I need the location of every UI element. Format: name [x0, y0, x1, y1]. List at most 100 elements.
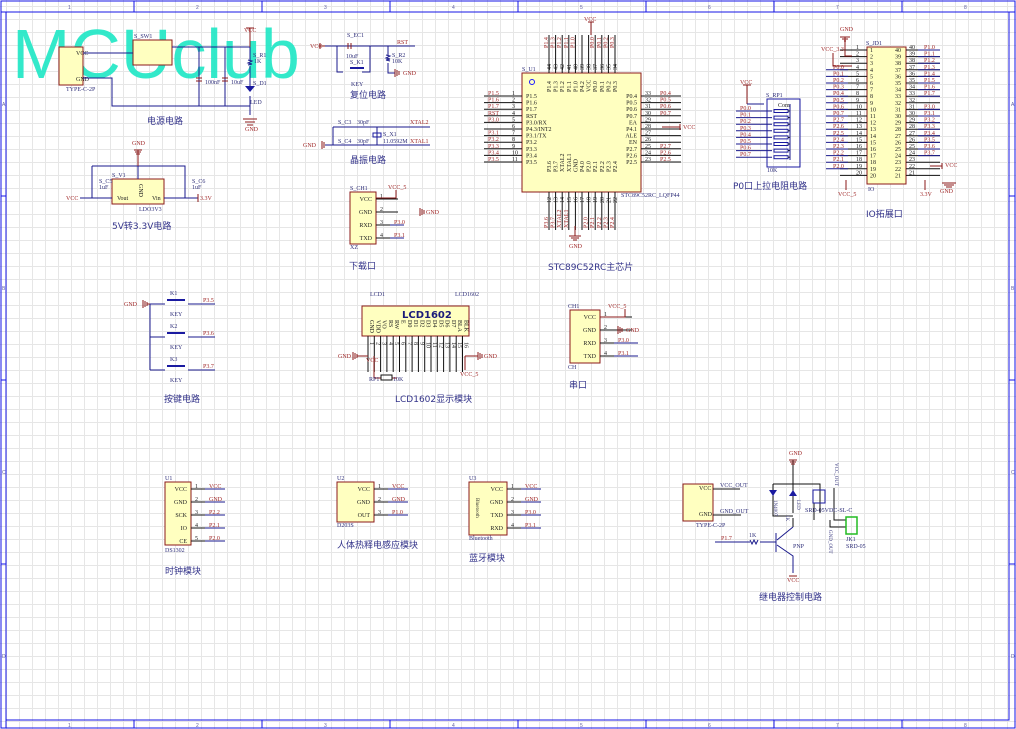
net-label: P1.1 — [924, 52, 935, 58]
frame-row-label: D — [1011, 654, 1015, 660]
pin-number: 30 — [645, 111, 651, 117]
net-label: P2.4 — [833, 137, 844, 143]
pin-number: 8 — [856, 91, 859, 97]
net-label: P3.7 — [203, 364, 214, 370]
pin-label: VCC — [584, 315, 596, 321]
pin-number: 43 — [554, 64, 560, 70]
part-label: DS1302 — [165, 548, 185, 554]
pin-number: 5 — [856, 71, 859, 77]
ref-label: S_C6 — [192, 179, 205, 185]
frame-row-label: D — [2, 654, 6, 660]
lcd1602-box — [361, 305, 470, 337]
pin-number: 1 — [380, 194, 383, 200]
section-title: 复位电路 — [350, 89, 386, 101]
pin-label: RXD — [490, 526, 503, 532]
part-label: IO — [868, 187, 875, 193]
pin-label: BLA — [456, 320, 462, 333]
pin-label: P3.0/RX — [526, 120, 548, 126]
frame-column-label: 7 — [836, 723, 839, 729]
resistor-icon — [773, 142, 789, 146]
pin-number: 33 — [909, 91, 915, 97]
pin-number: 15 — [567, 197, 573, 203]
resistor-array — [766, 98, 801, 168]
net-label: P2.7 — [833, 118, 844, 124]
net-label: P3.0 — [924, 104, 935, 110]
pin-number: 1 — [856, 45, 859, 51]
frame-column-label: 4 — [452, 723, 455, 729]
part-label: KEY — [170, 345, 183, 351]
ref-label: K1 — [170, 291, 177, 297]
net-label: P2.3 — [603, 217, 609, 228]
lcd-title: LCD1602 — [402, 310, 452, 321]
pin-number: 2 — [511, 497, 514, 503]
net-label: GND — [403, 71, 417, 77]
pin-number: 4 — [380, 233, 383, 239]
pin-number: 4 — [870, 68, 873, 74]
pin-number: 1 — [368, 342, 374, 345]
net-label: P0.4 — [833, 91, 844, 97]
net-label: P0.0 — [833, 65, 844, 71]
net-label: VCC — [584, 17, 596, 23]
pin-number: 36 — [909, 71, 915, 77]
frame-row-label: A — [2, 102, 6, 108]
value-label: 1K — [749, 533, 757, 539]
ref-label: S_R2 — [392, 53, 405, 59]
net-label: P1.2 — [557, 37, 563, 48]
net-label: P3.6 — [203, 331, 214, 337]
pin-label: TXD — [491, 513, 504, 519]
pin-number: 13 — [554, 197, 560, 203]
net-label: P1.3 — [924, 65, 935, 71]
pin-number: 30 — [909, 111, 915, 117]
net-label: VCC — [525, 484, 537, 490]
pin-label: GND — [76, 77, 90, 83]
relay-terminal-icon — [845, 516, 858, 535]
pin-number: 10 — [512, 150, 518, 156]
pin-label: P1.6 — [526, 101, 537, 107]
pin-label: OUT — [358, 513, 371, 519]
ref-label: S_C5 — [99, 179, 112, 185]
pin-label: VCC — [175, 487, 187, 493]
pin-label: VCC — [360, 197, 372, 203]
pin-number: 42 — [560, 64, 566, 70]
pin-number: 14 — [450, 342, 456, 348]
pin-number: 11 — [431, 342, 437, 348]
net-label: GND — [426, 210, 440, 216]
ref-label: S_U1 — [522, 67, 536, 73]
pin-number: 37 — [593, 64, 599, 70]
pin-number: 40 — [909, 45, 915, 51]
diode-icon — [769, 490, 777, 496]
pin-number: 35 — [895, 81, 901, 87]
pin-number: 16 — [856, 144, 862, 150]
pin-number: 39 — [895, 55, 901, 61]
pin-number: 5 — [512, 117, 515, 123]
pin-number: 2 — [378, 497, 381, 503]
pin-label: GND — [699, 512, 713, 518]
pin-number: 28 — [909, 124, 915, 130]
pin-label: P0.4 — [626, 94, 637, 100]
frame-column-label: 7 — [836, 5, 839, 11]
net-label: P0.4 — [660, 91, 671, 97]
pin-label: VO — [381, 320, 387, 329]
net-label: P0.7 — [660, 111, 671, 117]
net-label: P1.6 — [488, 98, 499, 104]
pin-label: P2.7 — [626, 147, 637, 153]
pin-number: 7 — [512, 131, 515, 137]
net-label: GND — [484, 354, 498, 360]
pin-label: Vin — [152, 196, 161, 202]
pin-number: 21 — [909, 170, 915, 176]
pin-number: 2 — [380, 207, 383, 213]
pin-label: P2.6 — [626, 153, 637, 159]
key-icon — [167, 299, 185, 301]
pin-number: 9 — [870, 101, 873, 107]
net-label: GND — [209, 497, 223, 503]
pin-number: 8 — [412, 342, 418, 345]
section-title: IO拓展口 — [866, 208, 903, 220]
pin-number: 29 — [895, 121, 901, 127]
pin-label: SCK — [175, 513, 187, 519]
value-label: 100nF — [205, 80, 221, 86]
pin-label: P3.7 — [554, 161, 560, 172]
pin-label: D5 — [437, 320, 443, 327]
